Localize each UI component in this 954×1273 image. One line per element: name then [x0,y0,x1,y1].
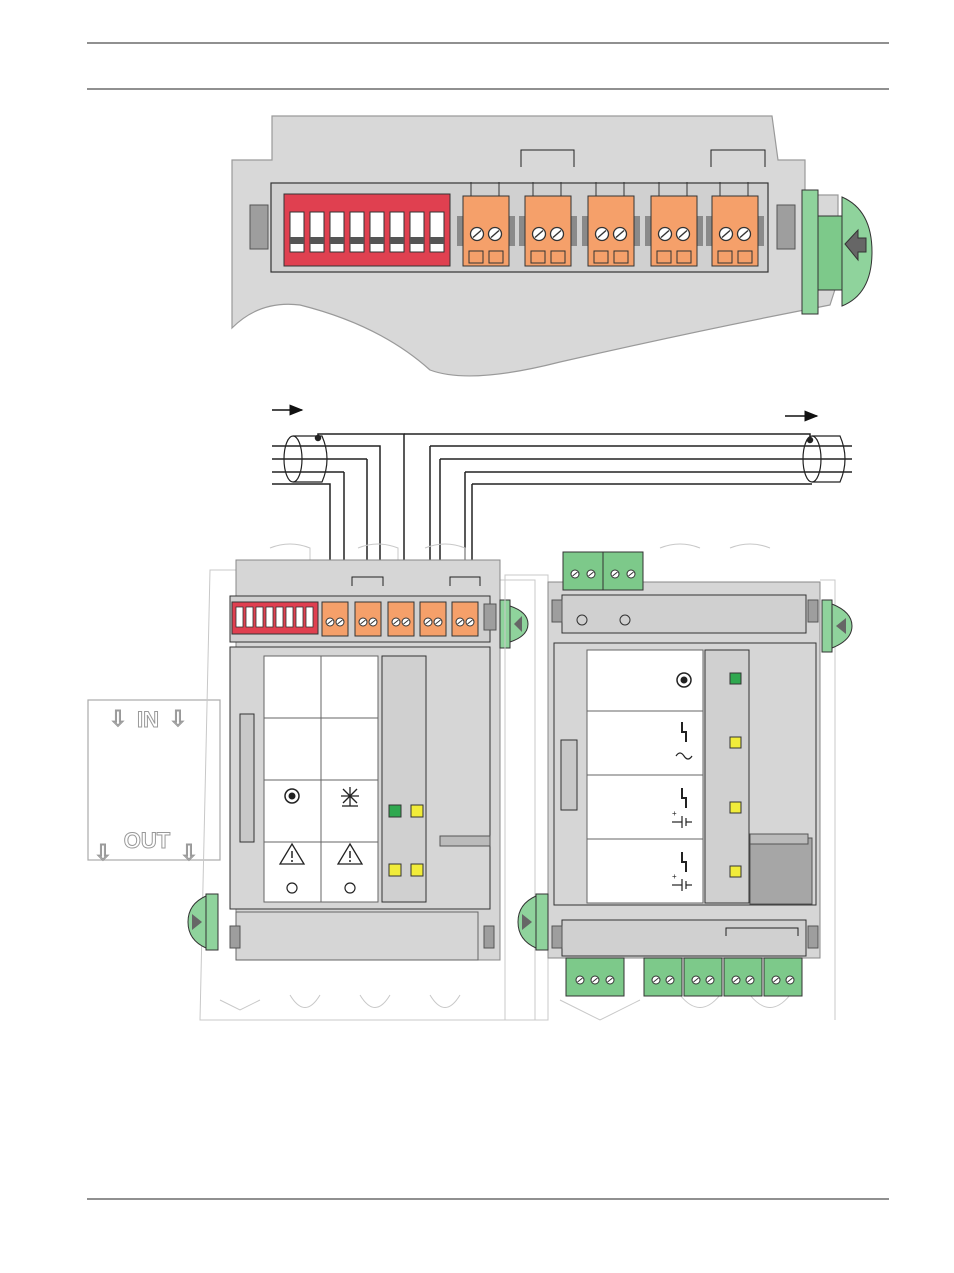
terminal-block-icon[interactable] [322,602,348,636]
status-led [730,802,741,813]
left-clip [250,205,268,249]
terminal-block-icon[interactable] [563,552,643,590]
down-arrow-icon: ⇩ [109,706,127,731]
down-arrow-icon: ⇩ [180,840,198,865]
terminal-block-icon[interactable] [388,602,414,636]
status-led [730,673,741,684]
terminal-block-icon[interactable] [452,602,478,636]
out-label: OUT [124,828,171,853]
release-latch-icon[interactable] [518,894,548,950]
status-led [730,866,741,877]
status-led [389,864,401,876]
terminal-block-icon[interactable] [724,958,762,996]
status-led [411,864,423,876]
status-led [411,805,423,817]
svg-text:+: + [672,872,677,881]
in-out-panel: IN ⇩ ⇩ OUT ⇩ ⇩ [88,700,220,865]
terminal-block-icon[interactable] [566,958,624,996]
in-label: IN [137,707,159,732]
signal-arrows [272,410,817,416]
dip-switch-icon[interactable] [232,602,318,634]
terminal-block-icon[interactable] [420,602,446,636]
right-module: + + [505,544,852,1020]
dip-switch[interactable] [284,194,450,266]
power-ring-icon [677,673,691,687]
fault-starburst-icon [341,787,359,806]
status-led [730,737,741,748]
terminal-block-icon[interactable] [355,602,381,636]
power-ring-icon [285,789,299,803]
status-led [389,805,401,817]
release-latch-icon[interactable] [500,600,528,648]
release-latch-icon[interactable] [822,600,852,652]
terminal-block-icon[interactable] [684,958,722,996]
right-clip [777,205,795,249]
dip-switch-icon [284,194,450,266]
down-arrow-icon: ⇩ [169,706,187,731]
enlarged-module [232,116,872,376]
terminal-block-icon[interactable] [644,958,682,996]
release-latch-icon[interactable] [188,894,218,950]
left-module [188,544,535,1020]
down-arrow-icon: ⇩ [94,840,112,865]
svg-text:+: + [672,809,677,818]
terminal-block-icon[interactable] [764,958,802,996]
